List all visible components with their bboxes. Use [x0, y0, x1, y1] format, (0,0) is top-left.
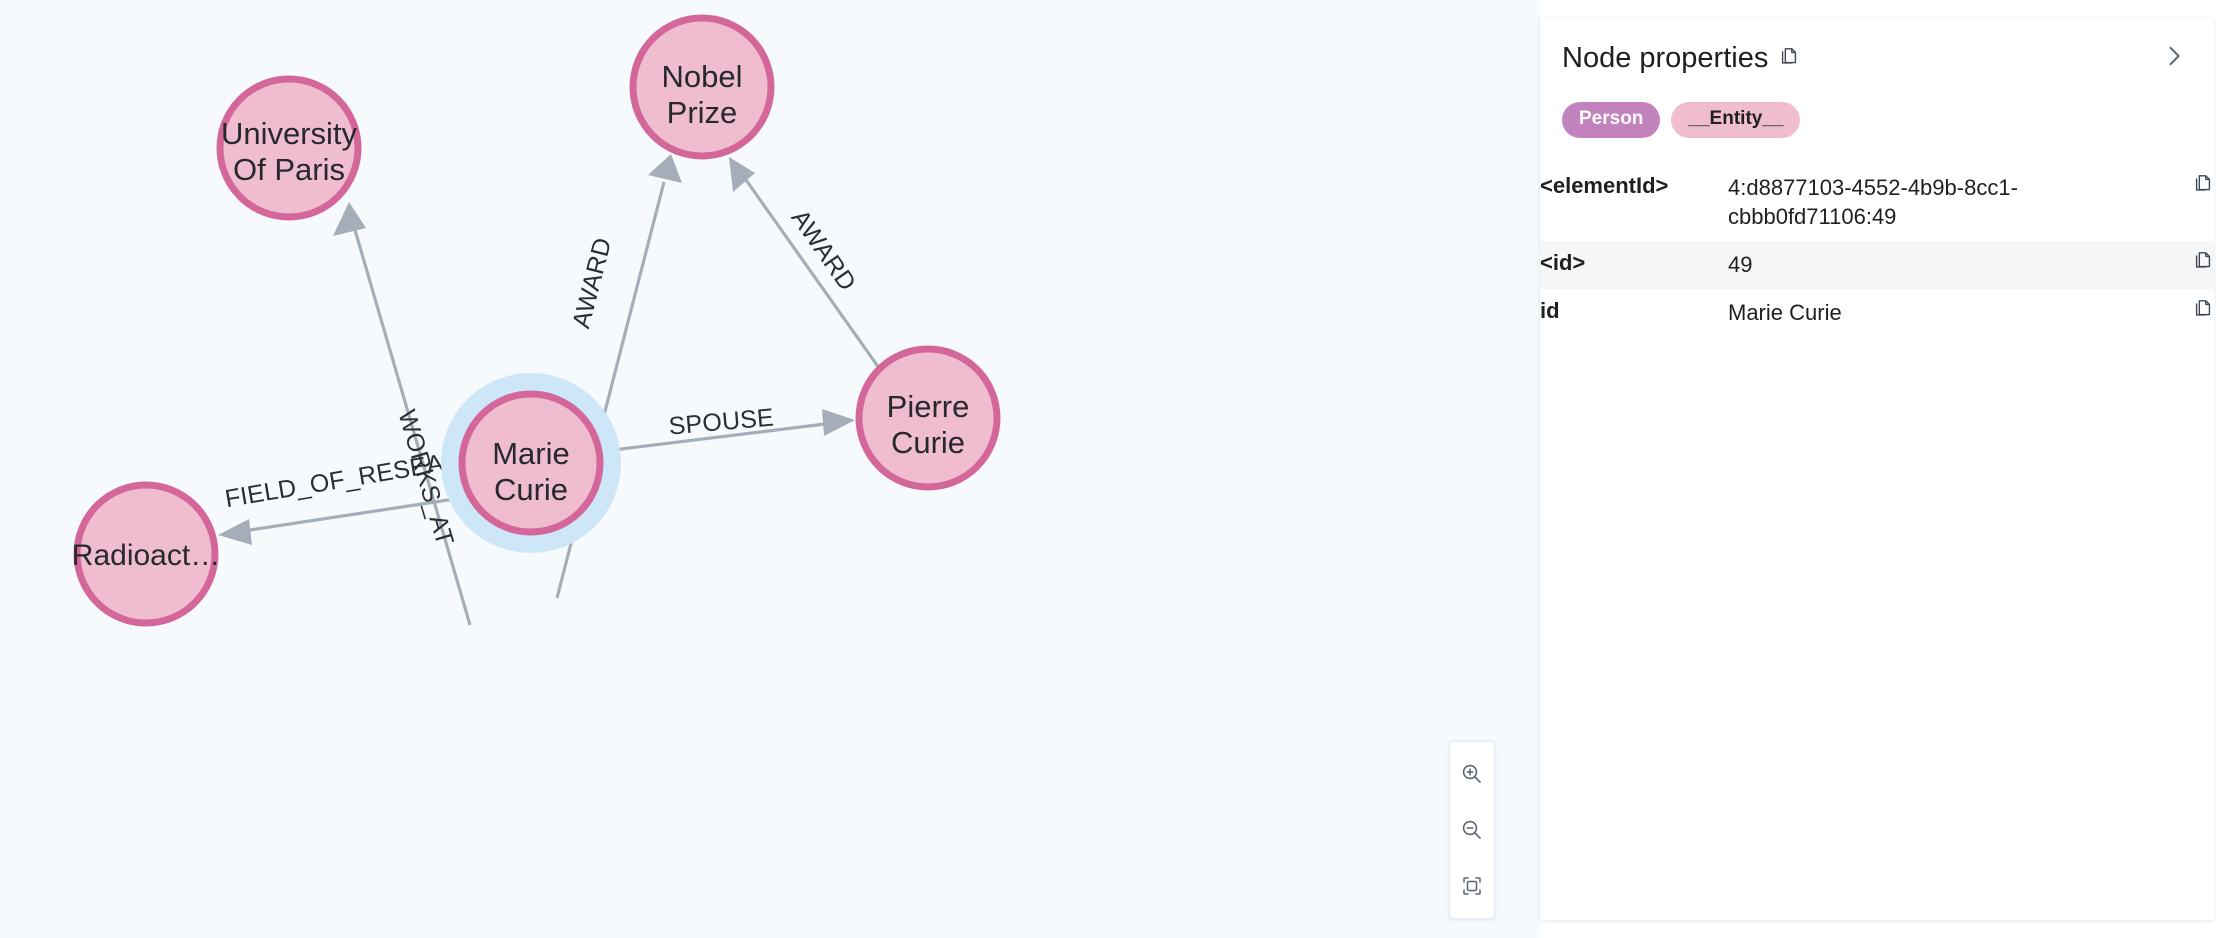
property-value-id-internal: 49	[1728, 251, 1753, 277]
node-label-pierre-curie-line1: Pierre	[887, 389, 970, 424]
node-label-marie-curie-line2: Curie	[494, 472, 568, 507]
node-label-chip-entity[interactable]: __Entity__	[1671, 102, 1801, 138]
copy-elementid-icon[interactable]	[2192, 173, 2214, 195]
zoom-in-button[interactable]	[1452, 752, 1492, 796]
node-properties-table: <elementId> 4:d8877103-4552-4b9b-8cc1-cb…	[1540, 164, 2214, 337]
table-row: id Marie Curie	[1540, 289, 2214, 337]
node-label-radioactivity: Radioact…	[72, 539, 220, 572]
collapse-panel-button[interactable]	[2156, 38, 2192, 74]
node-label-pierre-curie-line2: Curie	[891, 425, 965, 460]
fit-to-screen-button[interactable]	[1452, 864, 1492, 908]
zoom-out-button[interactable]	[1452, 808, 1492, 852]
property-value-id: Marie Curie	[1728, 299, 1842, 325]
node-label-nobel-prize-line2: Prize	[667, 95, 738, 130]
copy-id-icon[interactable]	[2192, 298, 2214, 320]
property-key-id-internal: <id>	[1540, 249, 1586, 275]
property-key-elementid: <elementId>	[1540, 172, 1669, 198]
graph-node-marie-curie[interactable]: Marie Curie	[441, 373, 621, 553]
copy-id-internal-icon[interactable]	[2192, 250, 2214, 272]
property-value-elementid: 4:d8877103-4552-4b9b-8cc1-cbbb0fd71106:4…	[1728, 174, 2018, 229]
panel-title: Node properties	[1562, 42, 1769, 74]
node-label-chip-person[interactable]: Person	[1562, 102, 1661, 138]
node-labels: Person __Entity__	[1540, 74, 2214, 138]
graph-node-pierre-curie[interactable]: Pierre Curie	[855, 345, 1001, 491]
edge-spouse[interactable]: SPOUSE	[604, 403, 855, 453]
zoom-controls	[1449, 741, 1495, 919]
panel-header: Node properties	[1540, 18, 2214, 74]
zoom-out-icon	[1460, 818, 1484, 842]
graph-node-nobel-prize[interactable]: Nobel Prize	[629, 14, 775, 160]
fit-to-screen-icon	[1460, 874, 1484, 898]
graph-node-radioactivity[interactable]: Radioact…	[72, 481, 220, 627]
node-label-university-of-paris-line1: University	[221, 116, 358, 151]
edge-label-award-marie: AWARD	[567, 235, 617, 331]
graph-node-university-of-paris[interactable]: University Of Paris	[216, 75, 362, 221]
edge-award-pierre[interactable]: AWARD	[729, 157, 886, 376]
copy-all-properties-icon[interactable]	[1778, 46, 1800, 68]
edge-label-spouse: SPOUSE	[668, 403, 775, 440]
graph-visualization[interactable]: WORKS_AT AWARD AWARD SPOUSE FIELD_OF_RES…	[0, 0, 1540, 938]
graph-canvas[interactable]: WORKS_AT AWARD AWARD SPOUSE FIELD_OF_RES…	[0, 0, 1540, 938]
node-label-university-of-paris-line2: Of Paris	[233, 152, 345, 187]
node-label-nobel-prize-line1: Nobel	[662, 59, 743, 94]
edge-works-at[interactable]: WORKS_AT	[333, 202, 472, 626]
table-row: <id> 49	[1540, 240, 2214, 289]
node-properties-panel: Node properties Person __Entity__ <eleme…	[1540, 18, 2214, 920]
node-label-marie-curie-line1: Marie	[492, 436, 570, 471]
zoom-in-icon	[1460, 762, 1484, 786]
property-key-id: id	[1540, 297, 1560, 323]
table-row: <elementId> 4:d8877103-4552-4b9b-8cc1-cb…	[1540, 164, 2214, 241]
